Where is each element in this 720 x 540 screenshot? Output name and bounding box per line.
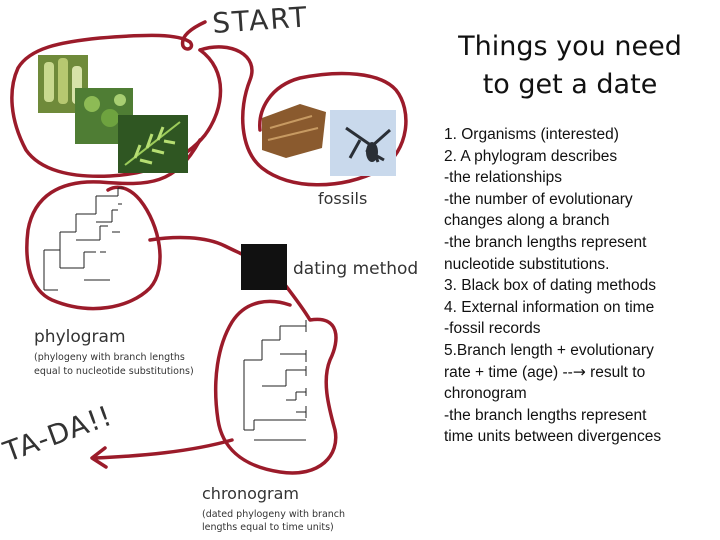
phylogram-caption-line1: (phylogeny with branch lengths	[34, 352, 185, 363]
phylogram-caption-line2: equal to nucleotide substitutions)	[34, 366, 194, 377]
chronogram-tree	[244, 320, 306, 440]
right-arrow-icon: →	[573, 363, 586, 381]
step-line: time units between divergences	[444, 426, 716, 448]
fossil-rock-image	[262, 104, 326, 158]
start-label: START	[211, 0, 309, 40]
step-line: -the number of evolutionary	[444, 189, 716, 211]
chronogram-caption-line1: (dated phylogeny with branch	[202, 509, 345, 520]
phylogram-tree	[44, 188, 124, 290]
step-line: nucleotide substitutions.	[444, 254, 716, 276]
fossils-label: fossils	[318, 189, 367, 208]
step-line: 3. Black box of dating methods	[444, 275, 716, 297]
chronogram-caption-line2: lengths equal to time units)	[202, 522, 334, 533]
fossil-images	[262, 104, 396, 176]
step-line-part: rate + time (age) --	[444, 364, 573, 381]
step-line: -the branch lengths represent	[444, 232, 716, 254]
step-line: -fossil records	[444, 318, 716, 340]
dating-method-label: dating method	[293, 259, 418, 279]
organism-photos	[38, 55, 188, 173]
steps-list: 1. Organisms (interested) 2. A phylogram…	[444, 124, 716, 448]
step-line: 5.Branch length + evolutionary	[444, 340, 716, 362]
chronogram-loop-line	[216, 262, 336, 473]
step-line: changes along a branch	[444, 210, 716, 232]
dating-method-black-box	[241, 244, 287, 290]
step-line-with-arrow: rate + time (age) --→ result to	[444, 362, 716, 384]
step-line: 4. External information on time	[444, 297, 716, 319]
step-line: 2. A phylogram describes	[444, 146, 716, 168]
slide-title-line1: Things you need	[440, 28, 700, 66]
phylogram-label: phylogram	[34, 327, 126, 347]
step-line: chronogram	[444, 383, 716, 405]
step-line: -the relationships	[444, 167, 716, 189]
step-line-part: result to	[586, 364, 645, 381]
tada-tail-line	[95, 440, 232, 458]
slide-title: Things you need to get a date	[440, 28, 700, 104]
step-line: 1. Organisms (interested)	[444, 124, 716, 146]
slide-title-line2: to get a date	[440, 66, 700, 104]
fossil-insect-image	[330, 110, 396, 176]
step-line: -the branch lengths represent	[444, 405, 716, 427]
chronogram-label: chronogram	[202, 484, 299, 503]
